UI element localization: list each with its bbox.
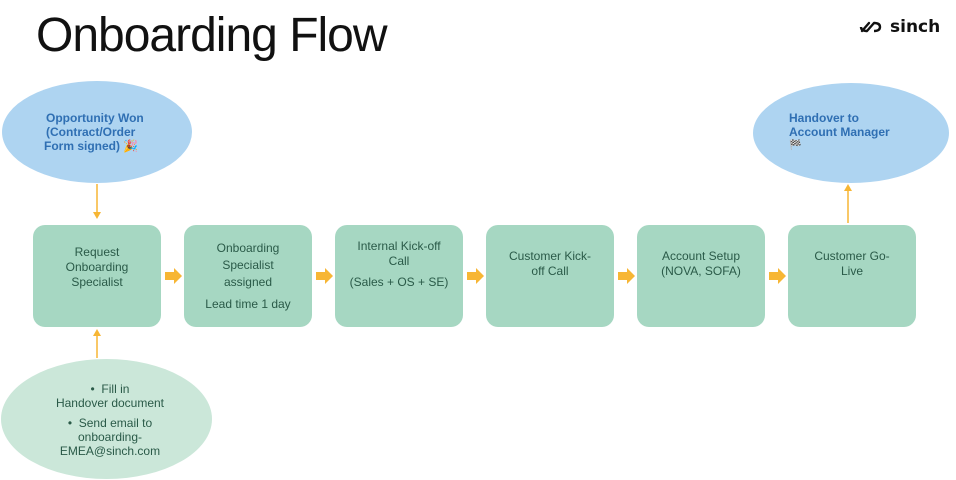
arrow-step-3-to-4 <box>467 268 484 284</box>
step-1-line-2: Onboarding <box>65 260 129 274</box>
start-label: Opportunity Won (Contract/Order Form sig… <box>44 111 184 153</box>
step-3-line-2: Call <box>388 254 410 268</box>
step-2-line-2: Specialist <box>222 258 274 272</box>
connector-handover-to-request <box>93 329 101 358</box>
connector-start-to-request <box>93 184 101 219</box>
step-1-line-3: Specialist <box>71 275 123 289</box>
step-5-line-1: Account Setup <box>661 249 741 263</box>
end-line-1: Handover to <box>789 111 860 125</box>
bullet-dot-icon: • <box>67 416 73 430</box>
handover-bullet-2-line-3: EMEA@sinch.com <box>59 444 161 458</box>
handover-bullet-2-line-2: onboarding- <box>77 430 143 444</box>
step-2-line-3: assigned <box>223 275 273 289</box>
handover-bullet-1: • Fill in Handover document <box>20 382 200 410</box>
step-6-line-1: Customer Go- <box>814 249 890 263</box>
step-3-line-1: Internal Kick-off <box>357 239 441 253</box>
arrow-step-1-to-2 <box>165 268 182 284</box>
arrow-step-5-to-6 <box>769 268 786 284</box>
arrow-step-4-to-5 <box>618 268 635 284</box>
start-line-2: (Contract/Order <box>46 125 136 139</box>
step-3-sub: (Sales + OS + SE) <box>349 275 449 289</box>
end-line-3: 🏁 <box>789 140 802 151</box>
bullet-dot-icon: • <box>90 382 95 396</box>
step-customer-go-live: Customer Go- Live <box>788 225 916 327</box>
end-label: Handover to Account Manager 🏁 <box>789 111 929 153</box>
handover-bullet-2-line-1: Send email to <box>78 416 153 430</box>
step-account-setup: Account Setup (NOVA, SOFA) <box>637 225 765 327</box>
step-4-line-1: Customer Kick- <box>508 249 591 263</box>
step-5-line-2: (NOVA, SOFA) <box>661 264 741 278</box>
step-6-line-2: Live <box>840 264 863 278</box>
step-1-line-1: Request <box>74 245 120 259</box>
step-specialist-assigned: Onboarding Specialist assigned Lead time… <box>184 225 312 327</box>
step-request-specialist: Request Onboarding Specialist <box>33 225 161 327</box>
step-internal-kickoff: Internal Kick-off Call (Sales + OS + SE) <box>335 225 463 327</box>
end-line-2: Account Manager <box>789 125 890 139</box>
sinch-logo: sinch <box>858 16 940 38</box>
end-node <box>753 83 949 183</box>
handover-bullet-1-line-1: Fill in <box>101 382 130 396</box>
handover-bullet-2: • Send email to onboarding- EMEA@sinch.c… <box>20 416 200 458</box>
handover-node <box>1 359 212 479</box>
handover-bullet-1-line-2: Handover document <box>55 396 165 410</box>
step-2-sub: Lead time 1 day <box>205 297 291 311</box>
connector-golive-to-handover <box>844 184 852 223</box>
start-line-1: Opportunity Won <box>46 111 144 125</box>
start-node <box>2 81 192 183</box>
logo-text: sinch <box>890 17 941 37</box>
step-2-line-1: Onboarding <box>216 241 280 255</box>
step-customer-kickoff: Customer Kick- off Call <box>486 225 614 327</box>
step-4-line-2: off Call <box>531 264 569 278</box>
sinch-logo-icon <box>859 21 882 33</box>
page-title: Onboarding Flow <box>36 9 388 62</box>
arrow-step-2-to-3 <box>316 268 333 284</box>
start-line-3: Form signed) 🎉 <box>44 139 139 153</box>
